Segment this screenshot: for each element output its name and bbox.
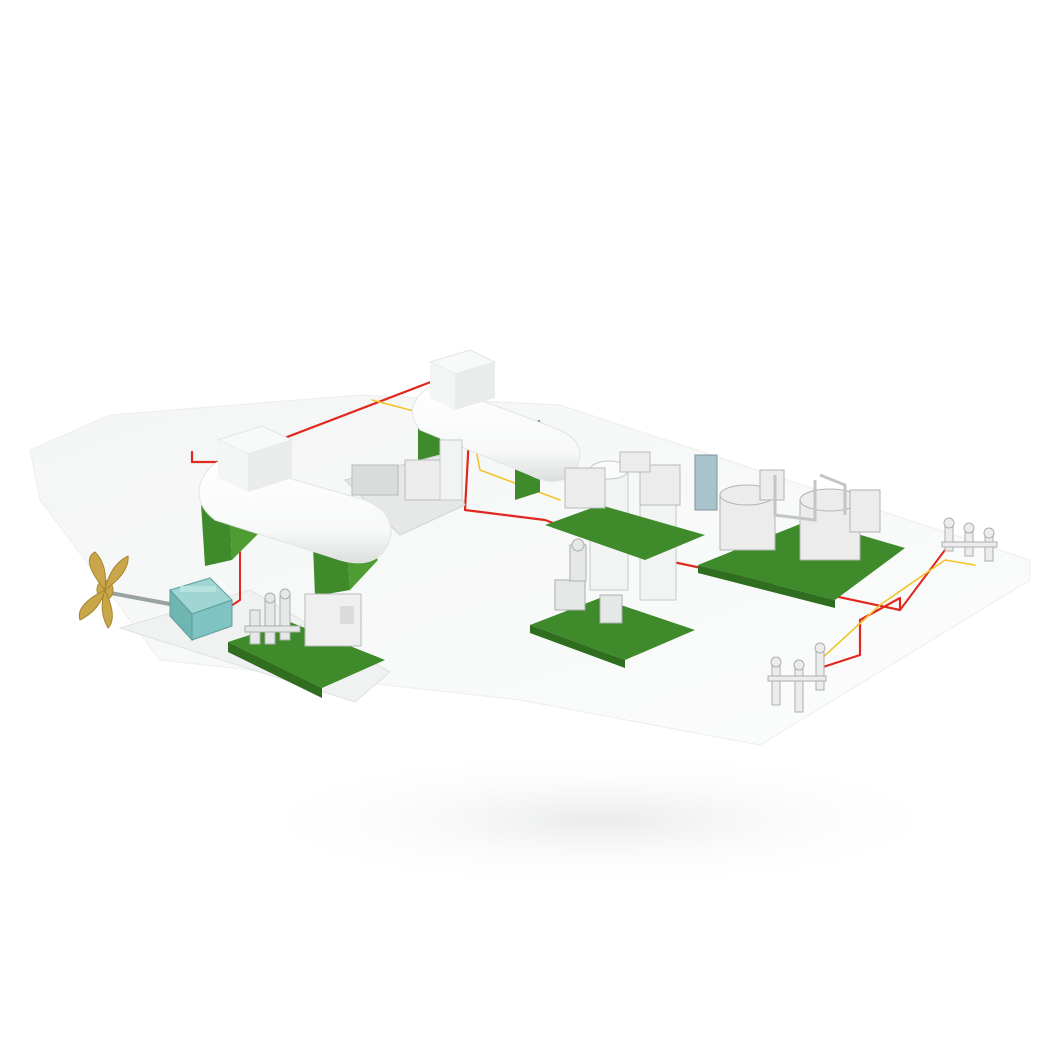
gvu-cabinet-door — [340, 606, 354, 624]
pipe-yellow-bunker-2 — [819, 604, 881, 661]
heater-skid-base — [545, 505, 705, 560]
vaporizer-skid-base — [530, 598, 695, 660]
heater-skid — [545, 451, 718, 560]
rear-unit-column — [439, 439, 463, 501]
tank-2-dome-side — [455, 362, 495, 410]
compressor-skid — [698, 469, 905, 608]
fuel-tank-2 — [412, 349, 581, 500]
gas-valve-skid — [228, 588, 385, 698]
gas-valve-unit-rear — [344, 439, 466, 536]
tank-2-dome-front — [430, 362, 455, 410]
compressor-frame — [773, 473, 847, 522]
heater-panel — [694, 454, 718, 511]
vaporizer-piping — [554, 538, 623, 624]
bunker-station-1 — [941, 517, 998, 562]
bunker-station-2 — [767, 642, 827, 713]
engine-icon — [169, 577, 233, 642]
tank-1-dome-front — [218, 440, 248, 492]
rear-unit-block-a — [351, 464, 399, 496]
propeller-icon — [78, 551, 129, 629]
fuel-tank-1 — [198, 425, 392, 596]
propeller-shaft — [104, 590, 176, 607]
rear-unit-block-b — [404, 459, 446, 501]
ground-shadow — [240, 750, 960, 890]
compressor-skid-edge — [698, 565, 835, 608]
pipe-red-bunker — [899, 549, 946, 611]
tank-1-dome-side — [248, 440, 292, 492]
gvu-skid-edge — [228, 642, 322, 698]
compressor-1 — [719, 469, 785, 551]
vaporizer-skid-edge — [530, 625, 625, 668]
pipe-yellow-bunker — [879, 559, 976, 606]
propulsion-line — [78, 551, 233, 642]
heater-equipment — [564, 451, 681, 509]
gvu-piping — [244, 588, 301, 645]
